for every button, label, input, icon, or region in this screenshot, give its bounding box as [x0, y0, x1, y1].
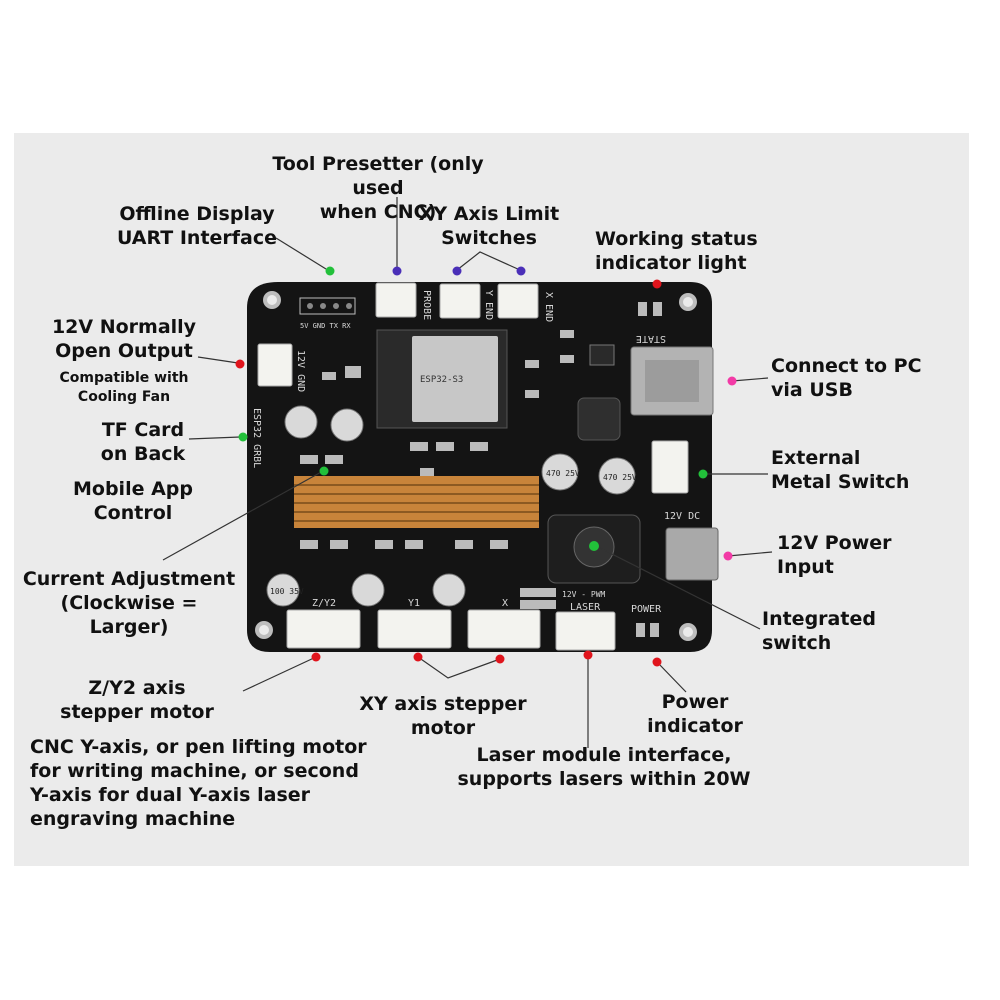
capacitors: [266, 405, 636, 607]
mounting-holes: [255, 291, 697, 641]
silk-probe: PROBE: [421, 290, 432, 320]
silk-header: 5V GND TX RX: [300, 322, 351, 330]
smd-parts: [300, 302, 662, 637]
callout-ext-switch: External Metal Switch: [771, 447, 910, 493]
silk-y1: Y1: [408, 598, 420, 609]
inductor: [577, 397, 621, 441]
marker-dots: [235, 266, 737, 667]
callout-working-status: Working status indicator light: [595, 228, 758, 274]
callout-normally-open: 12V Normally Open Output: [51, 316, 197, 362]
ext-switch-connector: [651, 440, 689, 494]
silk-laser: LASER: [570, 602, 601, 613]
silk-cap-b: 470 25V: [603, 473, 637, 482]
callout-cnc-note: CNC Y-axis, or pen lifting motor for wri…: [30, 736, 367, 830]
callout-tf-card: TF Card on Back: [100, 419, 186, 465]
silk-power: POWER: [631, 604, 662, 615]
uart-header: [299, 297, 356, 315]
silk-x: X: [502, 598, 508, 609]
callout-connect-pc: Connect to PC via USB: [771, 355, 922, 401]
callout-xy-motor: XY axis stepper motor: [359, 693, 527, 739]
silk-y-end: Y END: [483, 290, 494, 320]
dc-jack: [665, 527, 719, 581]
silk-x-end: X END: [543, 292, 554, 322]
top-connectors: [375, 282, 539, 319]
callout-xy-limit: XY Axis Limit Switches: [418, 203, 560, 249]
callout-tool-presetter: Tool Presetter (only used when CNC): [272, 153, 484, 223]
callout-offline-display: Offline Display UART Interface: [116, 203, 278, 249]
callout-integrated-switch: Integrated switch: [762, 608, 876, 654]
leader-lines: [162, 197, 773, 748]
silk-12v-pwm: 12V - PWM: [562, 590, 606, 599]
silk-module: ESP32-S3: [420, 375, 463, 385]
callout-cooling-fan: Compatible with Cooling Fan: [59, 370, 189, 405]
callout-power-input: 12V Power Input: [777, 532, 892, 578]
silk-12v-gnd: 12V GND: [295, 350, 306, 392]
callout-laser-interface: Laser module interface, supports lasers …: [457, 744, 751, 790]
driver-ic: [589, 344, 615, 366]
callout-mobile-app: Mobile App Control: [73, 478, 193, 524]
callout-power-indicator: Power indicator: [647, 691, 743, 737]
silk-cap-a: 470 25V: [546, 469, 580, 478]
silk-cap-c: 100 35V: [270, 587, 304, 596]
callout-zy2-motor: Z/Y2 axis stepper motor: [60, 677, 214, 723]
output-connector: [257, 343, 293, 387]
silk-esp32-grbl: ESP32 GRBL: [251, 408, 262, 468]
silk-zy2: Z/Y2: [312, 598, 336, 609]
callout-current-adj: Current Adjustment (Clockwise = Larger): [22, 568, 236, 638]
silk-12v-dc: 12V DC: [664, 511, 700, 522]
silk-state: STATE: [636, 333, 666, 344]
bottom-connectors: [286, 609, 616, 651]
